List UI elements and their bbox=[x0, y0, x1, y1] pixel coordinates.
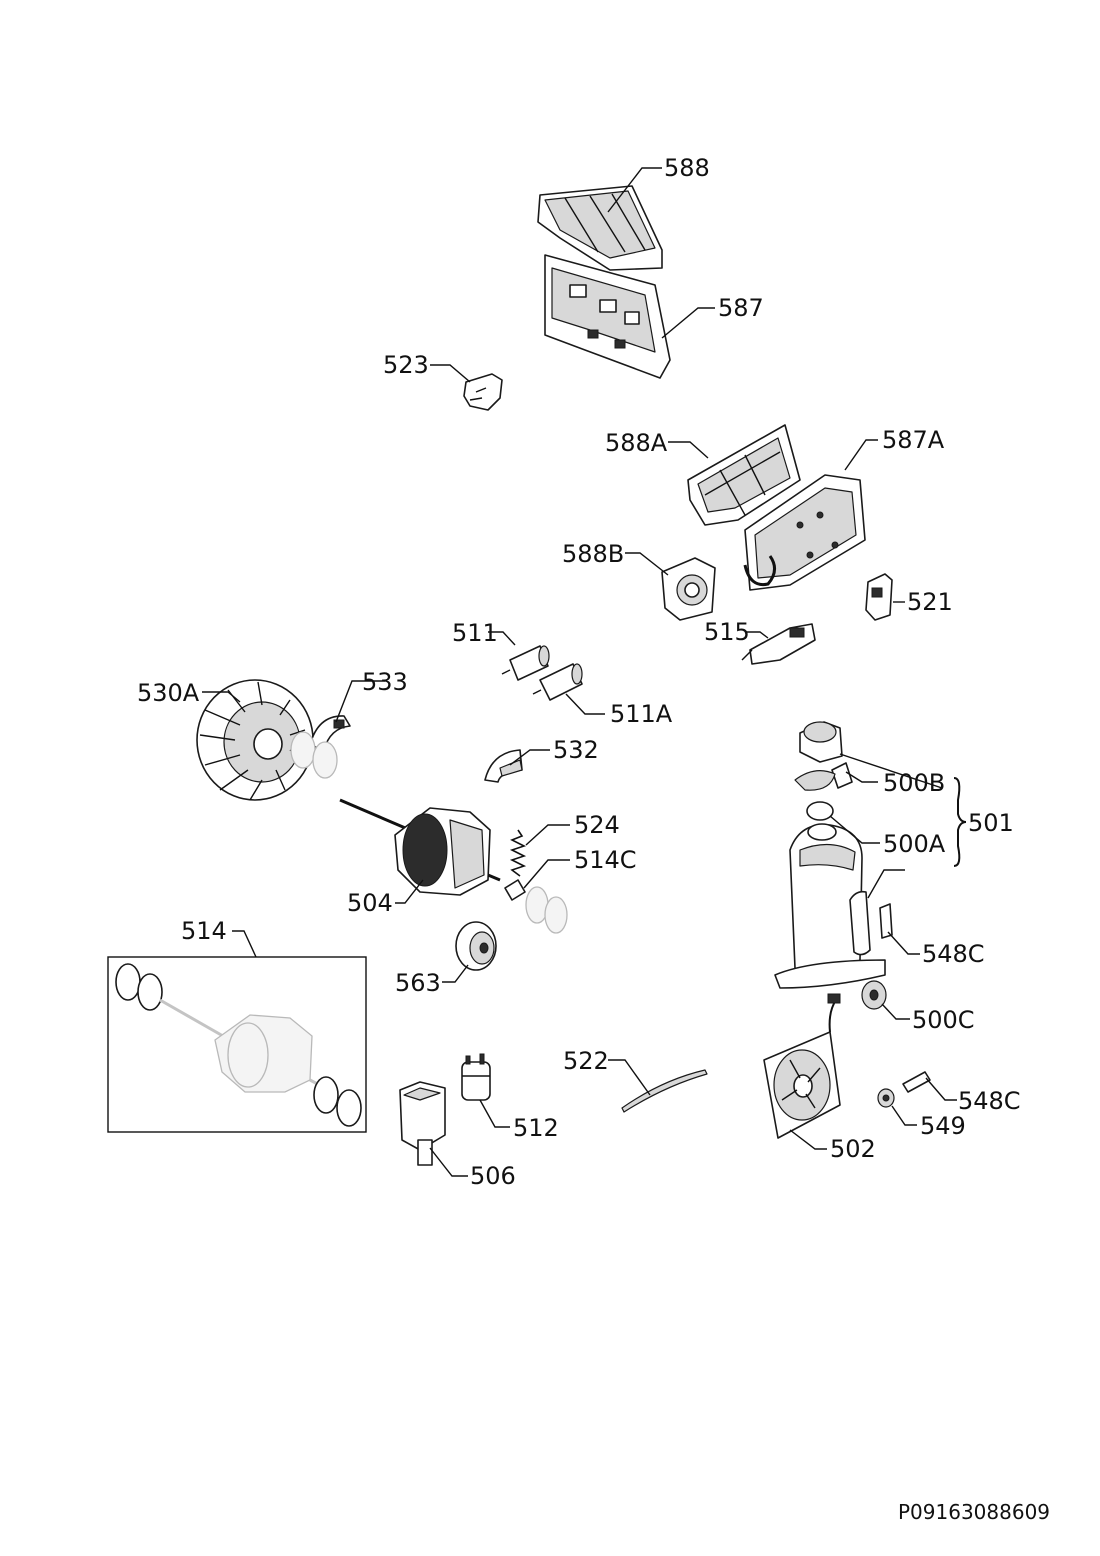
label-500B: 500B bbox=[883, 769, 945, 797]
leader-lines bbox=[202, 167, 967, 1177]
label-521: 521 bbox=[907, 588, 953, 616]
part-548C-upper bbox=[879, 903, 893, 939]
label-588A: 588A bbox=[605, 429, 668, 457]
part-labels: 588 587 523 588A 587A 588B 521 511 515 5… bbox=[137, 154, 1021, 1190]
part-500A-gaskets bbox=[794, 770, 836, 821]
part-588B-knob bbox=[661, 557, 716, 621]
label-587: 587 bbox=[718, 294, 764, 322]
part-524-spring bbox=[509, 829, 527, 877]
part-548C-lower bbox=[902, 1071, 931, 1093]
part-587A-board bbox=[743, 474, 866, 591]
label-512: 512 bbox=[513, 1114, 559, 1142]
label-532: 532 bbox=[553, 736, 599, 764]
part-compressor bbox=[774, 823, 886, 989]
label-511A: 511A bbox=[610, 700, 673, 728]
part-502-fan bbox=[763, 993, 841, 1139]
part-588-cover bbox=[537, 185, 663, 271]
part-511A-capacitor bbox=[532, 663, 583, 701]
part-515 bbox=[741, 623, 816, 665]
part-532-guard bbox=[484, 749, 523, 783]
label-524: 524 bbox=[574, 811, 620, 839]
part-500B bbox=[799, 721, 853, 789]
part-563-pulley bbox=[455, 921, 497, 971]
label-504: 504 bbox=[347, 889, 393, 917]
label-587A: 587A bbox=[882, 426, 945, 454]
part-512-capacitor bbox=[461, 1053, 491, 1101]
label-506: 506 bbox=[470, 1162, 516, 1190]
label-563: 563 bbox=[395, 969, 441, 997]
part-500C-grommet bbox=[861, 980, 887, 1010]
part-514-kit-box bbox=[107, 956, 367, 1133]
document-code: P09163088609 bbox=[898, 1500, 1050, 1524]
label-500A: 500A bbox=[883, 830, 946, 858]
label-522: 522 bbox=[563, 1047, 609, 1075]
part-522-strip bbox=[621, 1069, 708, 1113]
label-549: 549 bbox=[920, 1112, 966, 1140]
label-501: 501 bbox=[968, 809, 1014, 837]
part-511-capacitor bbox=[501, 645, 550, 681]
part-530A-fan-wheel bbox=[196, 679, 314, 801]
label-548C-upper: 548C bbox=[922, 940, 985, 968]
label-514: 514 bbox=[181, 917, 227, 945]
label-533: 533 bbox=[362, 668, 408, 696]
label-502: 502 bbox=[830, 1135, 876, 1163]
part-521 bbox=[865, 573, 893, 621]
part-523-clip bbox=[463, 373, 503, 411]
label-515: 515 bbox=[704, 618, 750, 646]
label-588B: 588B bbox=[562, 540, 624, 568]
part-506 bbox=[399, 1081, 446, 1166]
part-587-board bbox=[544, 254, 671, 379]
part-514C-washer bbox=[504, 879, 568, 934]
label-514C: 514C bbox=[574, 846, 637, 874]
part-504-motor bbox=[339, 798, 501, 896]
label-500C: 500C bbox=[912, 1006, 975, 1034]
label-530A: 530A bbox=[137, 679, 200, 707]
label-588: 588 bbox=[664, 154, 710, 182]
part-588A-frame bbox=[687, 424, 801, 526]
part-bearings-upper bbox=[290, 731, 338, 779]
label-511: 511 bbox=[452, 619, 498, 647]
label-548C-lower: 548C bbox=[958, 1087, 1021, 1115]
part-549 bbox=[877, 1088, 895, 1108]
label-523: 523 bbox=[383, 351, 429, 379]
